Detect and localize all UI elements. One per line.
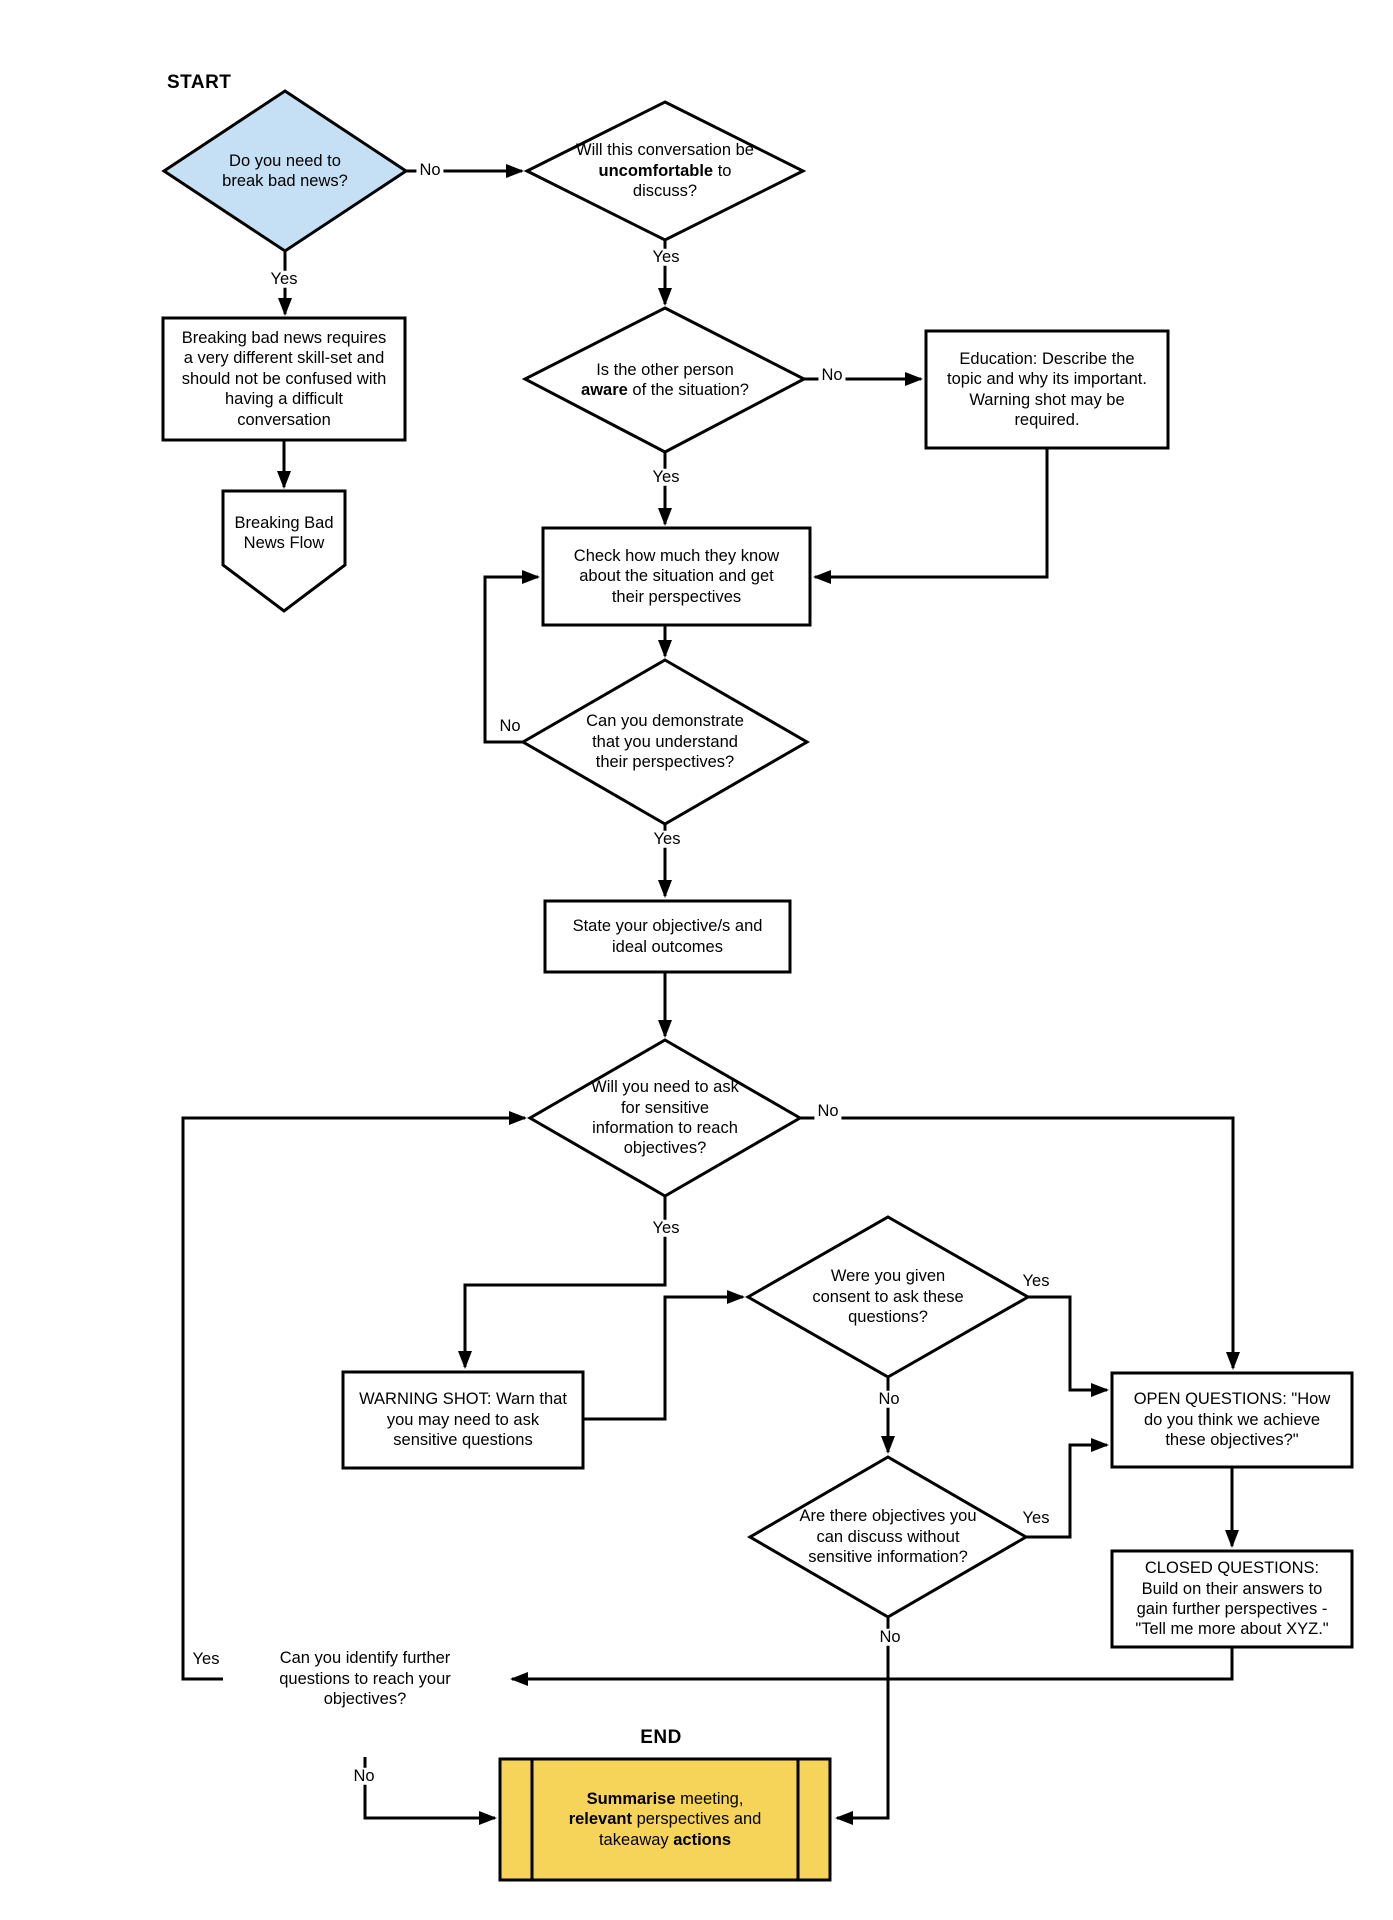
edge-label-objectives-yes: Yes: [1019, 1510, 1053, 1527]
edge-label-identify-no: No: [350, 1768, 378, 1785]
node-label-education: Education: Describe the topic and why it…: [947, 349, 1147, 429]
edge-label-consent-yes: Yes: [1019, 1273, 1053, 1290]
edge-demonstrate-no-loop: [483, 570, 540, 744]
node-label-objectives-without: Are there objectives you can discuss wit…: [799, 1507, 977, 1567]
edge-identify-no: [363, 1757, 497, 1825]
edge-sensitive-yes: [458, 1196, 667, 1369]
start-title: START: [167, 72, 232, 93]
process-check-knowledge: [541, 526, 812, 627]
node-label-warning-shot: WARNING SHOT: Warn that you may need to …: [359, 1390, 567, 1450]
decision-break-bad-news: [161, 89, 409, 253]
process-closed-questions: [1110, 1549, 1354, 1649]
edge-label-uncomfortable-yes: Yes: [649, 249, 683, 266]
edge-label-consent-no: No: [875, 1391, 903, 1408]
edge-label-break-no: No: [416, 162, 444, 179]
node-label-open-questions: OPEN QUESTIONS: "How do you think we ach…: [1133, 1390, 1331, 1450]
edge-label-identify-yes: Yes: [189, 1651, 223, 1668]
decision-demonstrate: [520, 658, 810, 826]
process-education: [924, 329, 1170, 450]
edge-label-aware-yes: Yes: [649, 469, 683, 486]
edge-objectives-yes: [1026, 1438, 1109, 1539]
node-label-sensitive-info: Will you need to ask for sensitive infor…: [591, 1078, 739, 1158]
node-label-end-summarise: Summarise meeting, relevant perspectives…: [568, 1789, 762, 1849]
process-open-questions: [1110, 1371, 1354, 1469]
node-label-uncomfortable: Will this conversation be uncomfortable …: [576, 141, 754, 201]
edge-label-aware-no: No: [818, 367, 846, 384]
edge-warning-to-consent: [583, 1290, 745, 1421]
edge-label-demonstrate-yes: Yes: [650, 831, 684, 848]
edge-label-break-yes: Yes: [267, 271, 301, 288]
node-label-identify-questions: Can you identify further questions to re…: [279, 1649, 451, 1709]
process-warning-shot: [341, 1370, 585, 1470]
node-label-state-objectives: State your objective/s and ideal outcome…: [572, 917, 763, 956]
node-label-aware: Is the other person aware of the situati…: [581, 360, 749, 399]
node-label-demonstrate: Can you demonstrate that you understand …: [586, 712, 744, 772]
edge-objectives-no: [835, 1617, 890, 1825]
end-title: END: [640, 1727, 682, 1748]
node-label-break-bad-news: Do you need to break bad news?: [222, 151, 348, 190]
decision-uncomfortable: [523, 100, 807, 242]
node-label-bbn-flow: Breaking Bad News Flow: [234, 513, 334, 552]
process-state-objectives: [543, 899, 792, 974]
edge-education-to-check: [813, 448, 1049, 584]
node-label-closed-questions: CLOSED QUESTIONS: Build on their answers…: [1135, 1559, 1329, 1639]
process-bbn-note: [161, 316, 407, 442]
edge-closed-to-identify: [510, 1647, 1234, 1686]
node-label-consent: Were you given consent to ask these ques…: [812, 1267, 964, 1327]
edge-label-sensitive-yes: Yes: [649, 1220, 683, 1237]
edge-label-demonstrate-no: No: [496, 718, 524, 735]
predefined-process-end: [498, 1757, 832, 1882]
decision-sensitive-info: [527, 1038, 803, 1198]
decision-aware: [521, 306, 808, 454]
edge-identify-yes-loop: [181, 1111, 527, 1681]
edge-consent-yes: [1028, 1295, 1109, 1397]
edge-label-objectives-no: No: [876, 1629, 904, 1646]
offpage-bbn-flow: [221, 489, 347, 613]
decision-objectives-without: [747, 1455, 1029, 1619]
node-label-bbn-note: Breaking bad news requires a very differ…: [181, 328, 387, 429]
edge-sensitive-no: [800, 1116, 1240, 1370]
node-label-check-knowledge: Check how much they know about the situa…: [573, 546, 780, 606]
decision-consent: [744, 1215, 1032, 1379]
edge-label-sensitive-no: No: [814, 1103, 842, 1120]
